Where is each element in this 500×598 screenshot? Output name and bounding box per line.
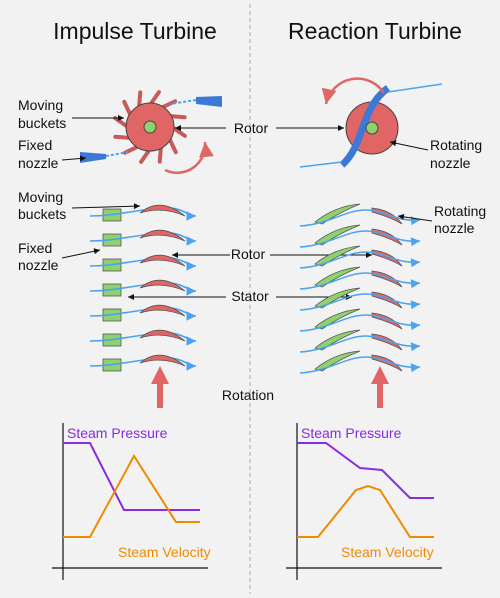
label-rotating-nozzle-top-line1: Rotating [430,137,482,153]
label-rotor-middle: Rotor [231,246,266,262]
impulse-rotor-bucket [139,304,186,317]
impulse-rotor-bucket [139,329,186,342]
reaction-rotor-wheel [339,85,399,168]
reaction-rotor-blade [371,312,403,330]
impulse-rotor-bucket [139,229,186,242]
reaction-flow-line [299,272,421,290]
reaction-velocity-label: Steam Velocity [341,544,434,560]
label-rotation: Rotation [222,387,274,403]
reaction-stator-vane [314,308,361,330]
label-rotating-nozzle-cascade-line2: nozzle [434,220,475,236]
label-moving-buckets-cascade-line2: buckets [18,206,66,222]
reaction-rotor-blade [371,291,403,309]
reaction-stator-vane [314,287,361,309]
impulse-velocity-label: Steam Velocity [118,544,211,560]
reaction-stator-vane [314,245,361,267]
reaction-flow-line [299,335,421,353]
impulse-pressure-curve [63,442,200,511]
reaction-rotor-blade [371,270,403,288]
impulse-velocity-curve [63,454,200,538]
reaction-title: Reaction Turbine [288,18,462,44]
label-moving-buckets-line2: buckets [18,115,66,131]
leader-rotating-nozzle-cascade [397,213,433,222]
label-rotating-nozzle-cascade-line1: Rotating [434,203,486,219]
reaction-stator-vane [314,203,361,225]
reaction-rotor-blade [371,207,403,225]
reaction-rotation-arrow [321,77,386,105]
impulse-rotor-wheel [113,90,187,164]
reaction-rotor-blade [371,228,403,246]
impulse-rotor-bucket [139,204,186,217]
leader-fixed-nozzle-cascade [61,248,101,259]
label-fixed-nozzle-cascade-line1: Fixed [18,240,52,256]
reaction-flow-line [299,293,421,311]
reaction-jet-top [387,83,443,93]
reaction-stator-vane [314,224,361,246]
label-fixed-nozzle-line1: Fixed [18,137,52,153]
reaction-flow-line [299,251,421,269]
label-stator: Stator [231,288,269,304]
reaction-rotation-direction-arrow [371,366,389,408]
reaction-jet-bottom [299,161,343,168]
leader-fixed-nozzle [61,155,87,162]
label-rotor-top: Rotor [234,120,269,136]
reaction-flow-line [299,230,421,248]
reaction-pressure-label: Steam Pressure [301,425,402,441]
impulse-rotor-hub [143,120,157,134]
impulse-rotor-bucket [139,279,186,292]
impulse-blade-cascade [89,204,197,372]
impulse-rotor-bucket [139,354,186,367]
reaction-stator-vane [314,329,361,351]
label-rotating-nozzle-top-line2: nozzle [430,155,471,171]
reaction-rotor-hub [365,121,379,135]
impulse-nozzle-top [169,96,222,107]
impulse-title: Impulse Turbine [53,18,217,44]
reaction-stator-vane [314,266,361,288]
reaction-rotor-blade [371,354,403,372]
impulse-rotor-bucket [139,254,186,267]
impulse-fixed-nozzle [80,151,129,163]
reaction-velocity-curve [297,484,434,538]
reaction-stator-vane [314,350,361,372]
label-moving-buckets-line1: Moving [18,97,63,113]
reaction-rotor-blade [371,333,403,351]
label-moving-buckets-cascade-line1: Moving [18,189,63,205]
rotating-nozzle-channel [339,85,391,168]
reaction-rotor-blade [371,249,403,267]
label-fixed-nozzle-cascade-line2: nozzle [18,257,59,273]
leader-moving-buckets-cascade [71,203,141,210]
impulse-rotation-arrow [164,141,214,175]
leader-rotating-nozzle-top [389,140,429,151]
reaction-flow-line [299,314,421,332]
impulse-rotation-direction-arrow [151,366,169,408]
label-fixed-nozzle-line2: nozzle [18,155,59,171]
reaction-graph: Steam Pressure Steam Velocity [286,423,442,580]
reaction-flow-line [299,356,421,374]
reaction-blade-cascade [299,203,421,374]
impulse-pressure-label: Steam Pressure [67,425,168,441]
impulse-graph: Steam Pressure Steam Velocity [52,423,211,580]
reaction-pressure-curve [297,442,434,499]
